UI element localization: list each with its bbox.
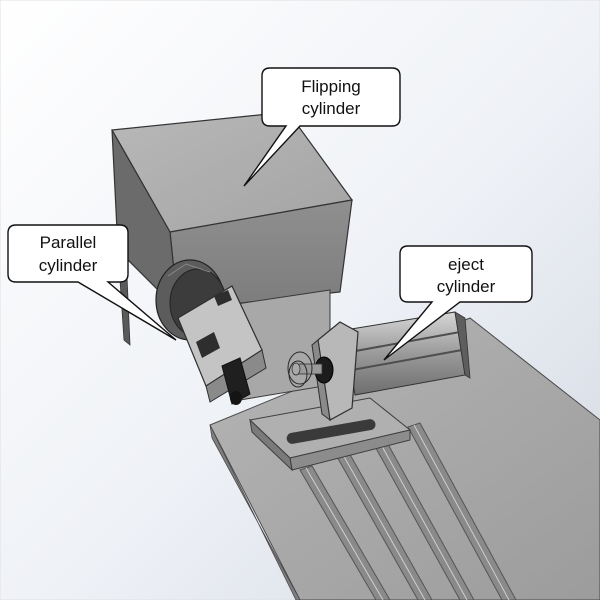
parallel-gripper: [177, 285, 267, 405]
callout-eject-cylinder: eject cylinder: [383, 245, 533, 361]
base-slots: [299, 422, 517, 600]
callout-parallel-line1: Parallel: [40, 233, 97, 252]
block-slot: [286, 419, 376, 444]
callout-bubble: [383, 245, 533, 361]
callout-flipping-cylinder: Flipping cylinder: [243, 67, 401, 187]
slide-block: [248, 397, 412, 472]
callout-parallel-cylinder: Parallel cylinder: [7, 224, 177, 341]
flipping-housing: [111, 111, 354, 346]
piston-rod: [287, 351, 334, 388]
callout-flipping-line2: cylinder: [302, 99, 361, 118]
callout-bubble: [243, 67, 401, 187]
callout-parallel-line2: cylinder: [39, 256, 98, 275]
callout-bubble: [7, 224, 177, 341]
callout-eject-line1: eject: [448, 255, 484, 274]
eject-rail: [344, 311, 471, 396]
callout-flipping-line1: Flipping: [301, 77, 361, 96]
callout-eject-line2: cylinder: [437, 277, 496, 296]
